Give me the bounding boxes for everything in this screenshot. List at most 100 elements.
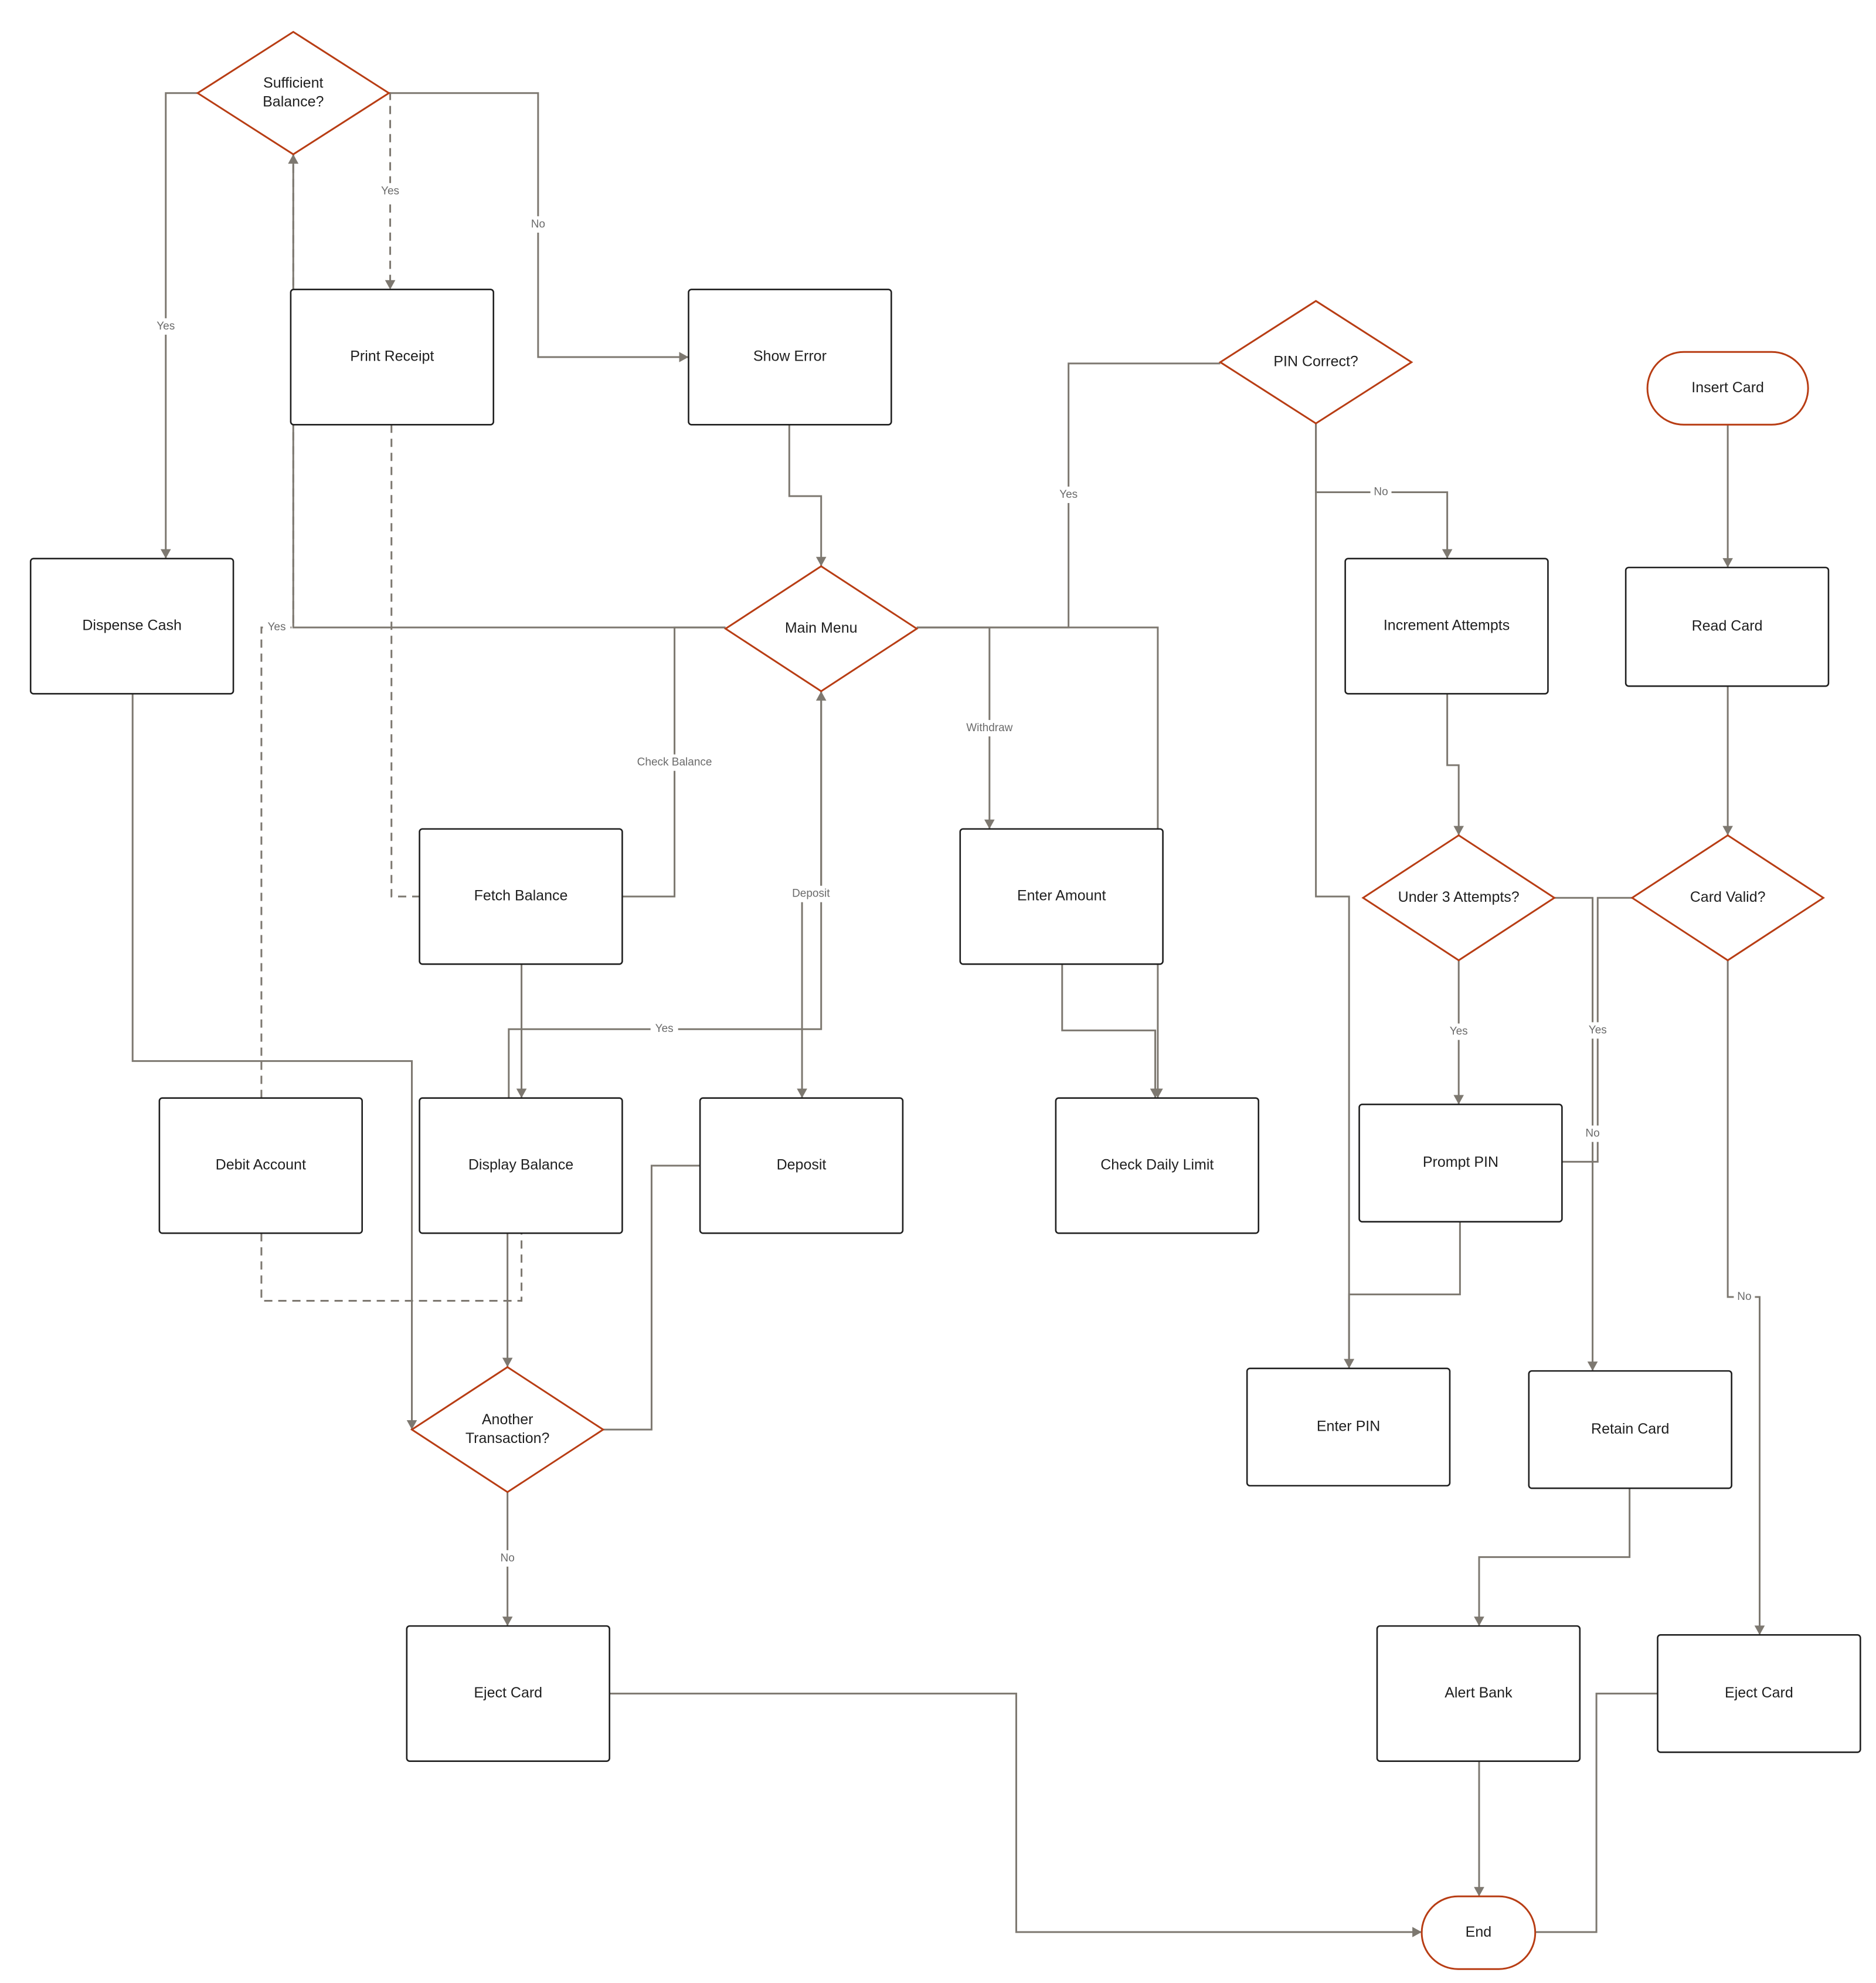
connector-line bbox=[603, 1164, 701, 1431]
node-dispense-cash[interactable]: Dispense Cash bbox=[29, 558, 235, 695]
node-display-balance[interactable]: Display Balance bbox=[419, 1097, 623, 1234]
process-box bbox=[290, 288, 495, 426]
decision-diamond bbox=[1361, 834, 1556, 962]
connector-insert-card-to-read-card bbox=[1722, 425, 1733, 568]
decision-diamond bbox=[410, 1366, 605, 1493]
edge-label: No bbox=[1734, 1288, 1755, 1305]
edge-label-background bbox=[1734, 1288, 1755, 1305]
edge-label-background bbox=[263, 619, 291, 636]
node-under-3-attempts[interactable]: Under 3 Attempts? bbox=[1361, 834, 1556, 962]
terminal-pill bbox=[1646, 351, 1809, 426]
node-deposit[interactable]: Deposit bbox=[699, 1097, 904, 1234]
node-label: Fetch Balance bbox=[474, 888, 568, 904]
node-enter-pin[interactable]: Enter PIN bbox=[1246, 1367, 1451, 1487]
connector-deposit-to-another-transaction bbox=[603, 1164, 701, 1431]
node-label: Increment Attempts bbox=[1384, 617, 1510, 634]
connector-pin-correct-to-enter-pin bbox=[1315, 423, 1354, 1369]
node-read-card[interactable]: Read Card bbox=[1624, 566, 1830, 687]
arrowhead bbox=[502, 1617, 513, 1627]
edge-label: Check Balance bbox=[628, 754, 721, 771]
connector-line bbox=[165, 92, 198, 559]
connector-alert-bank-to-end bbox=[1474, 1761, 1484, 1897]
node-prompt-pin[interactable]: Prompt PIN bbox=[1358, 1103, 1563, 1223]
edge-label: No bbox=[1582, 1125, 1603, 1142]
node-retain-card[interactable]: Retain Card bbox=[1528, 1370, 1732, 1489]
node-alert-bank[interactable]: Alert Bank bbox=[1376, 1625, 1581, 1762]
edge-label-background bbox=[497, 1550, 518, 1567]
edge-label-background bbox=[527, 216, 549, 233]
node-check-daily-limit[interactable]: Check Daily Limit bbox=[1055, 1097, 1260, 1234]
connector-eject-card-right-to-end bbox=[1535, 1692, 1658, 1933]
process-box bbox=[1657, 1634, 1861, 1753]
node-label: Deposit bbox=[777, 1157, 827, 1173]
node-label: Card Valid? bbox=[1690, 889, 1766, 905]
node-debit-account[interactable]: Debit Account bbox=[158, 1097, 363, 1234]
edge-label-text: Yes bbox=[655, 1023, 674, 1035]
node-label: Eject Card bbox=[474, 1685, 542, 1701]
edge-label-text: Yes bbox=[157, 320, 175, 332]
node-card-valid[interactable]: Card Valid? bbox=[1630, 834, 1825, 962]
node-pin-correct[interactable]: PIN Correct? bbox=[1218, 300, 1413, 425]
connector-fetch-balance-to-display-balance bbox=[516, 964, 527, 1098]
process-box bbox=[959, 828, 1164, 965]
connector-retain-card-to-alert-bank bbox=[1474, 1488, 1631, 1627]
arrowhead bbox=[815, 691, 827, 701]
connector-read-card-to-card-valid bbox=[1722, 686, 1733, 836]
node-print-receipt[interactable]: Print Receipt bbox=[290, 288, 495, 426]
edge-label-background bbox=[152, 318, 180, 335]
node-label: Eject Card bbox=[1725, 1685, 1793, 1701]
node-eject-card-left[interactable]: Eject Card bbox=[406, 1625, 610, 1762]
edge-label-text: Withdraw bbox=[966, 722, 1012, 734]
node-label: Dispense Cash bbox=[82, 617, 182, 634]
arrowhead bbox=[160, 549, 171, 559]
arrowhead bbox=[797, 1088, 807, 1098]
node-end[interactable]: End bbox=[1420, 1895, 1537, 1970]
edge-label-background bbox=[959, 719, 1019, 736]
node-label: Display Balance bbox=[468, 1157, 573, 1173]
node-label: Sufficient bbox=[263, 74, 323, 91]
node-label: Read Card bbox=[1692, 618, 1763, 634]
connector-line bbox=[1061, 964, 1157, 1098]
connector-under-3-attempts-to-retain-card bbox=[1554, 897, 1598, 1371]
node-fetch-balance[interactable]: Fetch Balance bbox=[419, 828, 623, 965]
connector-line bbox=[609, 1692, 1422, 1933]
edge-label-text: Yes bbox=[1059, 488, 1078, 501]
node-label: End bbox=[1466, 1924, 1491, 1940]
node-label: Enter PIN bbox=[1317, 1418, 1380, 1434]
edge-label-background bbox=[1445, 1023, 1473, 1040]
node-label: Check Daily Limit bbox=[1100, 1157, 1214, 1173]
edge-label: Yes bbox=[263, 619, 291, 636]
arrowhead bbox=[1442, 549, 1453, 559]
node-insert-card[interactable]: Insert Card bbox=[1646, 351, 1809, 426]
edge-label-background bbox=[650, 1021, 678, 1038]
edge-label-text: Yes bbox=[1450, 1026, 1468, 1038]
arrowhead bbox=[1150, 1088, 1161, 1098]
connector-line bbox=[131, 694, 413, 1430]
node-show-error[interactable]: Show Error bbox=[688, 288, 892, 426]
arrowhead bbox=[1587, 1361, 1598, 1371]
arrowhead bbox=[516, 1088, 527, 1098]
decision-diamond bbox=[723, 565, 919, 692]
connector-print-receipt-to-fetch-balance bbox=[390, 425, 420, 898]
edge-label: Yes bbox=[1055, 486, 1083, 503]
connector-line bbox=[260, 1233, 523, 1302]
node-eject-card-right[interactable]: Eject Card bbox=[1657, 1634, 1861, 1753]
process-box bbox=[419, 1097, 623, 1234]
node-increment-attempts[interactable]: Increment Attempts bbox=[1344, 558, 1549, 695]
node-main-menu[interactable]: Main Menu bbox=[723, 565, 919, 692]
connector-line bbox=[1554, 897, 1594, 1371]
connector-sufficient-balance-to-dispense-cash bbox=[160, 92, 198, 559]
connector-show-error-to-main-menu bbox=[788, 425, 827, 566]
edge-label-text: No bbox=[1737, 1291, 1751, 1303]
arrowhead bbox=[385, 280, 396, 290]
process-box bbox=[1246, 1367, 1451, 1487]
node-label: Enter Amount bbox=[1017, 888, 1106, 904]
arrowhead bbox=[1722, 826, 1733, 836]
node-enter-amount[interactable]: Enter Amount bbox=[959, 828, 1164, 965]
connector-line bbox=[1478, 1488, 1631, 1627]
connector-dispense-cash-to-another-transaction bbox=[131, 694, 417, 1430]
edge-label-background bbox=[376, 183, 405, 200]
